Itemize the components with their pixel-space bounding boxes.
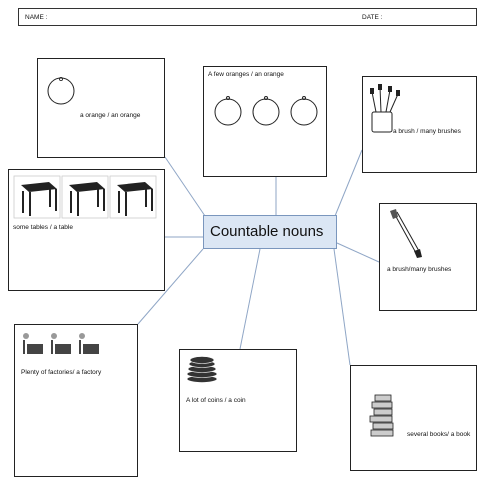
connector-orange xyxy=(164,156,206,217)
connector-brush xyxy=(336,242,380,263)
oranges-icon xyxy=(214,96,318,126)
box-brush: a brush/many brushes xyxy=(379,203,477,311)
label-factories: Plenty of factories/ a factory xyxy=(21,369,102,376)
label-books: several books/ a book xyxy=(407,431,471,438)
box-factories: Plenty of factories/ a factory xyxy=(14,324,138,477)
header-bar: NAME : DATE : xyxy=(18,8,477,26)
connector-brushes xyxy=(334,149,363,217)
brushes-cup-icon xyxy=(370,84,400,133)
factory-icon xyxy=(23,333,99,354)
label-brush: a brush/many brushes xyxy=(387,266,452,273)
box-coins: A lot of coins / a coin xyxy=(179,349,297,452)
date-label: DATE : xyxy=(362,14,383,21)
box-brushes: a brush / many brushes xyxy=(362,76,477,173)
label-orange: a orange / an orange xyxy=(80,112,141,119)
center-title: Countable nouns xyxy=(210,223,324,240)
name-label: NAME : xyxy=(25,14,48,21)
box-books: several books/ a book xyxy=(350,365,477,471)
paintbrush-icon xyxy=(390,209,422,258)
book-stack-icon xyxy=(369,394,394,437)
center-topic-box: Countable nouns xyxy=(203,215,337,249)
label-oranges: A few oranges / an orange xyxy=(208,71,284,78)
orange-icon xyxy=(47,77,75,105)
label-brushes: a brush / many brushes xyxy=(393,128,461,135)
label-tables: some tables / a table xyxy=(13,224,73,231)
box-tables: some tables / a table xyxy=(8,169,165,291)
connector-factories xyxy=(137,248,204,325)
connector-coins xyxy=(239,248,261,350)
label-coins: A lot of coins / a coin xyxy=(186,397,246,404)
connector-books xyxy=(333,248,351,366)
box-orange: a orange / an orange xyxy=(37,58,165,158)
tables-icon xyxy=(13,175,157,219)
box-oranges: A few oranges / an orange xyxy=(203,66,327,177)
coin-stack-icon xyxy=(186,356,218,383)
